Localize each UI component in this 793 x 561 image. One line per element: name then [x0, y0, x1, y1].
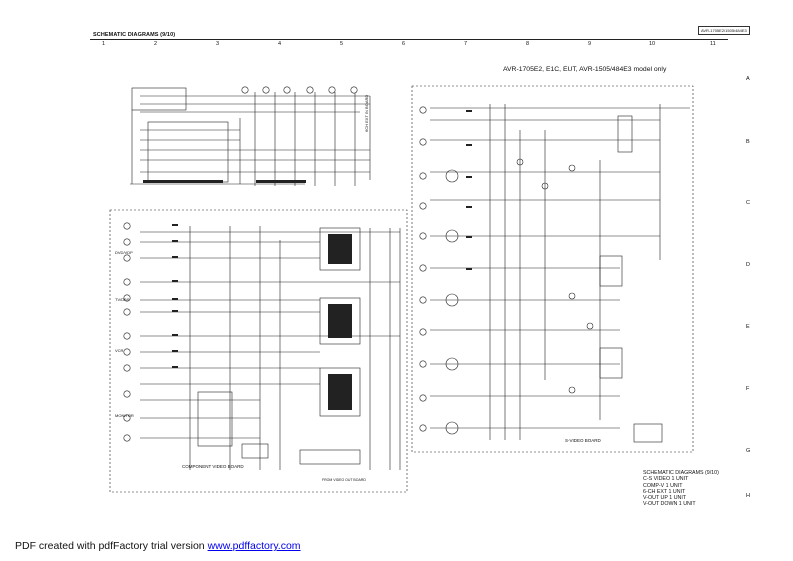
title-block-title: SCHEMATIC DIAGRAMS (9/10): [643, 470, 719, 476]
from-video-out-board-label: FROM VIDEO OUT BOARD: [322, 478, 366, 482]
table-block: [633, 423, 663, 443]
column-number: 10: [649, 41, 656, 47]
ext-connector-box: [131, 87, 187, 111]
ext-in-board-label: 6CH EXT IN BOARD: [364, 94, 369, 132]
title-block: SCHEMATIC DIAGRAMS (9/10) C-S VIDEO 1 UN…: [643, 470, 719, 508]
row-letter: G: [746, 448, 751, 454]
page-title: SCHEMATIC DIAGRAMS (9/10): [93, 32, 176, 38]
row-letter: C: [746, 200, 750, 206]
column-number: 1: [102, 41, 106, 47]
title-block-line: C-S VIDEO 1 UNIT: [643, 476, 689, 483]
header-rule: [90, 39, 728, 40]
title-block-line: V-OUT DOWN 1 UNIT: [643, 501, 696, 508]
pdf-footer: PDF created with pdfFactory trial versio…: [15, 540, 301, 552]
output-connector: [299, 449, 361, 465]
input-label-monitor: MONITOR: [115, 413, 134, 418]
column-number: 8: [526, 41, 530, 47]
s-video-ic: [599, 255, 623, 287]
table-block: [241, 443, 269, 459]
s-video-ic: [599, 347, 623, 379]
model-number-box: AVR-1705E2/1505/484E3: [698, 26, 750, 35]
row-letter: H: [746, 493, 750, 499]
column-number: 11: [710, 41, 716, 47]
row-letter: A: [746, 76, 750, 82]
input-label-dvd: DVD/VDP: [115, 250, 133, 255]
model-note: AVR-1705E2, E1C, EUT, AVR-1505/484E3 mod…: [503, 66, 667, 73]
video-switch-ic: [319, 297, 361, 345]
footer-text: PDF created with pdfFactory trial versio…: [15, 540, 208, 552]
column-number: 5: [340, 41, 344, 47]
column-number: 2: [154, 41, 158, 47]
row-letter: F: [746, 386, 750, 392]
title-block-line: V-OUT UP 1 UNIT: [643, 495, 687, 502]
title-block-line: 6-CH EXT 1 UNIT: [643, 488, 686, 495]
video-switch-ic: [319, 367, 361, 417]
s-video-board-outline: [411, 85, 694, 453]
row-letter: D: [746, 262, 750, 268]
component-input-block: [197, 391, 233, 447]
component-video-board-outline: [109, 209, 408, 493]
video-switch-ic: [319, 227, 361, 271]
row-letter: B: [746, 139, 750, 145]
ext-in-block: [147, 121, 229, 183]
column-number: 9: [588, 41, 592, 47]
column-number: 7: [464, 41, 468, 47]
pdffactory-link[interactable]: www.pdffactory.com: [207, 540, 301, 552]
title-block-line: COMP-V 1 UNIT: [643, 482, 683, 489]
input-label-vcr: VCR: [115, 348, 124, 353]
component-video-board-label: COMPONENT VIDEO BOARD: [182, 464, 244, 469]
input-label-tv: TV/DBS: [115, 297, 130, 302]
s-video-connector: [617, 115, 633, 153]
row-letter: E: [746, 324, 750, 330]
column-number: 6: [402, 41, 406, 47]
column-number: 4: [278, 41, 282, 47]
column-number: 3: [216, 41, 220, 47]
s-video-board-label: S-VIDEO BOARD: [565, 438, 601, 443]
